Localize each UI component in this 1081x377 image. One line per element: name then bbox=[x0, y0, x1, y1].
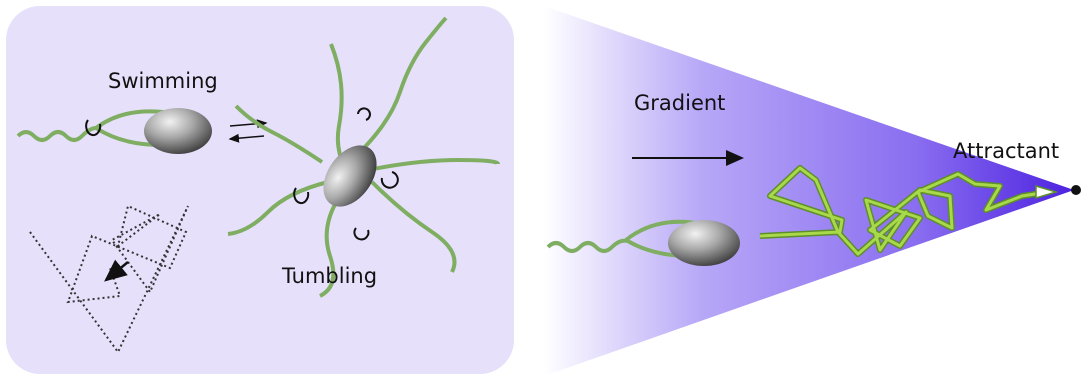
cell-body bbox=[144, 108, 212, 154]
attractant-label: Attractant bbox=[953, 139, 1059, 163]
swimming-bacterium bbox=[16, 108, 212, 154]
rotation-arrow-icon bbox=[353, 227, 370, 241]
path-arrowhead-icon bbox=[1035, 184, 1059, 200]
flagellum bbox=[367, 157, 500, 172]
flagellum bbox=[227, 180, 329, 236]
swimming-label: Swimming bbox=[108, 69, 218, 93]
biased-walk-path bbox=[759, 165, 1059, 257]
cell-body bbox=[323, 145, 377, 207]
left-panel: Swimming Tumbling bbox=[6, 6, 514, 374]
gradient-label: Gradient bbox=[634, 91, 725, 115]
cell-body bbox=[668, 220, 740, 266]
attractant-source-icon bbox=[1071, 185, 1081, 195]
rotation-arrow-icon bbox=[85, 119, 102, 136]
flagellum bbox=[234, 104, 324, 164]
flagellum-bundle bbox=[546, 238, 629, 253]
random-walk-path bbox=[29, 204, 189, 354]
tumbling-bacterium bbox=[227, 16, 500, 298]
rotation-arrow-icon bbox=[293, 187, 310, 204]
panel-background bbox=[6, 6, 514, 374]
flagellum bbox=[370, 180, 457, 273]
rotation-arrow-icon bbox=[357, 107, 371, 121]
gradient-cone bbox=[544, 6, 1074, 376]
tumbling-label: Tumbling bbox=[281, 264, 377, 288]
direction-arrow-icon bbox=[104, 259, 129, 282]
rotation-arrow-icon bbox=[380, 171, 399, 189]
right-panel: Gradient Attractant bbox=[544, 6, 1081, 376]
flagellum-bundle bbox=[16, 126, 97, 142]
flagellum bbox=[358, 16, 448, 154]
gradient-bacterium bbox=[546, 219, 740, 266]
flagellum bbox=[329, 43, 347, 169]
flagellum bbox=[318, 194, 342, 298]
